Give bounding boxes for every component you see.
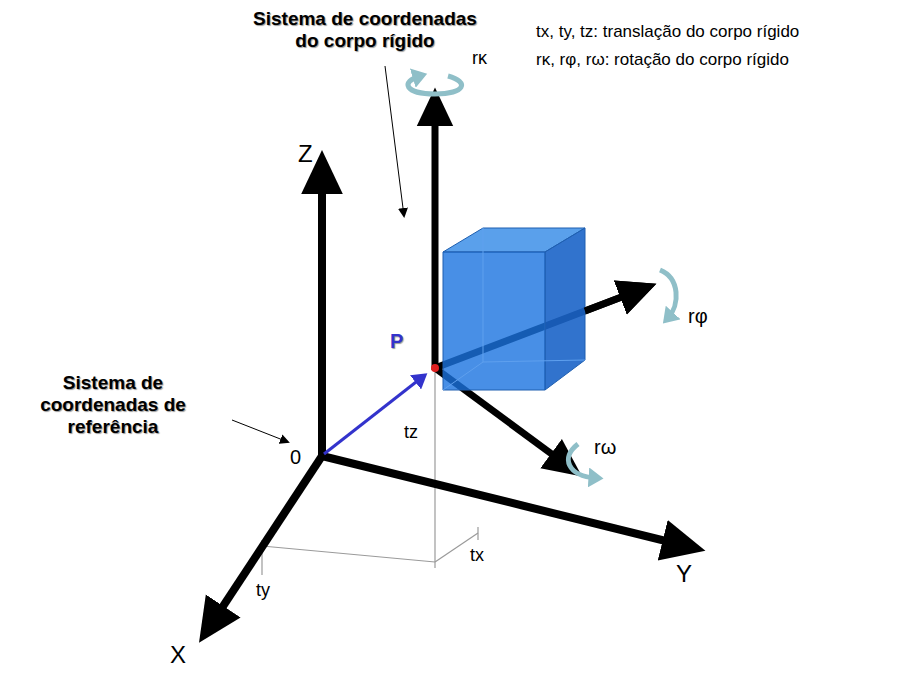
- position-vector: [324, 375, 425, 454]
- reference-axes: [210, 170, 686, 626]
- rigid-body-cube: [443, 228, 585, 390]
- rotation-label: rω: [594, 436, 616, 459]
- rotation-label: rκ: [472, 48, 487, 69]
- dimension-lines: [262, 372, 478, 575]
- point-label: P: [390, 330, 403, 353]
- heading-label: Sistema de coordenadas de referência: [8, 372, 218, 438]
- leader-arrow: [385, 66, 404, 216]
- note-label: rκ, rφ, rω: rotação do corpo rígido: [536, 50, 789, 70]
- axis-label: Y: [676, 560, 692, 588]
- body-origin-dot: [431, 364, 439, 372]
- rotation-label: rφ: [688, 305, 708, 328]
- origin-label: 0: [290, 446, 301, 469]
- heading-label: Sistema de coordenadas do corpo rígido: [240, 8, 490, 52]
- rotation-arrows: [408, 76, 676, 478]
- dimension-label: tz: [404, 422, 418, 443]
- axis-label: Z: [298, 140, 313, 168]
- note-label: tx, ty, tz: translação do corpo rígido: [536, 22, 799, 42]
- leader-arrow: [232, 420, 288, 442]
- axis-label: X: [170, 641, 186, 669]
- body-axes: [435, 105, 640, 466]
- dimension-label: ty: [256, 580, 270, 601]
- dimension-label: tx: [470, 545, 484, 566]
- body-axis-tip: [585, 290, 640, 311]
